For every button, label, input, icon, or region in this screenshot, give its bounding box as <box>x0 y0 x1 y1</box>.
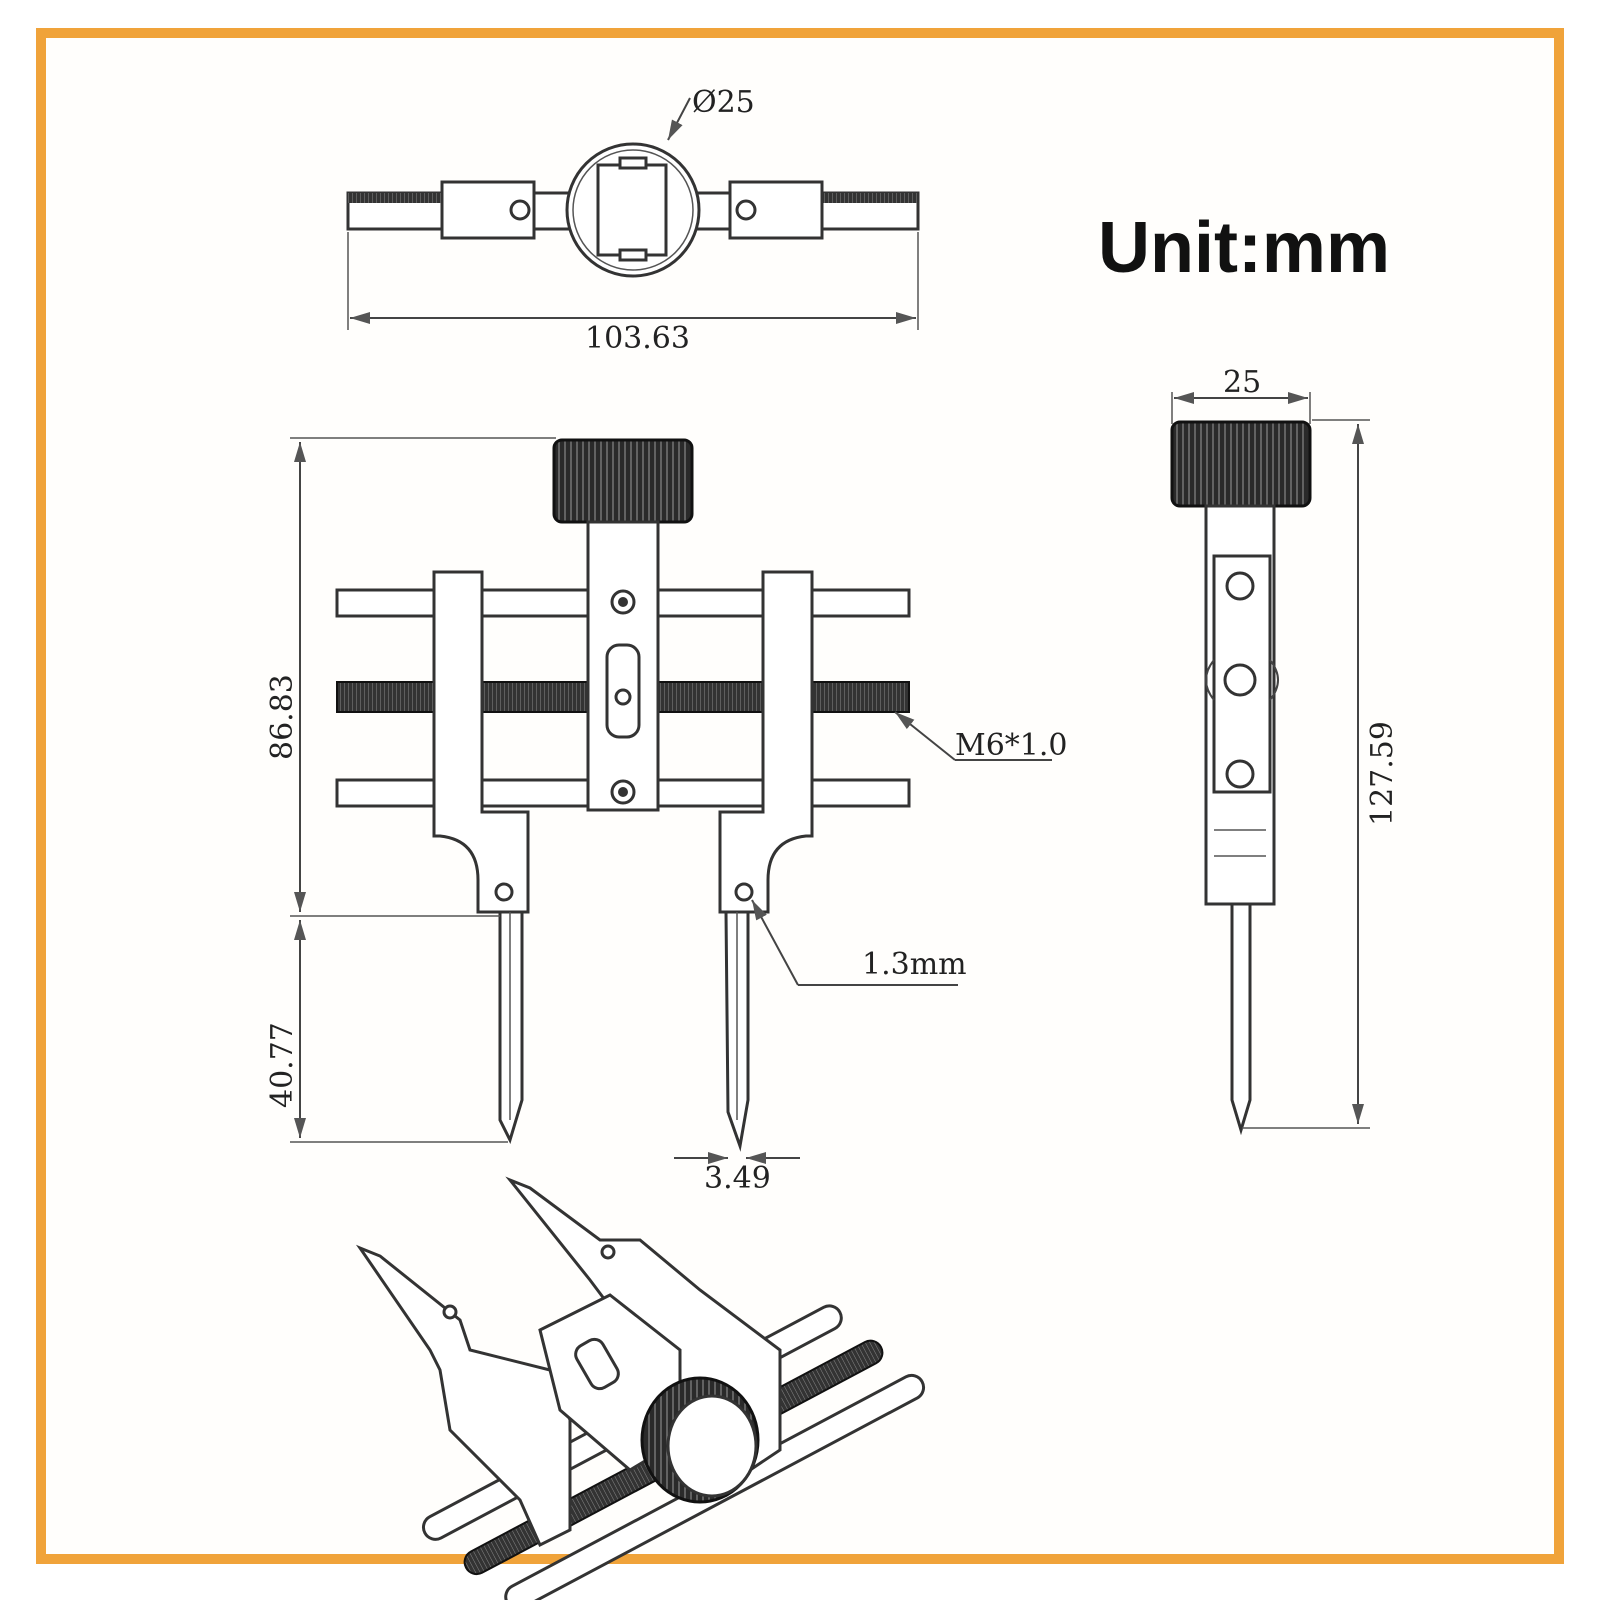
iso-knob-face <box>666 1394 758 1498</box>
diameter-leader <box>667 97 691 141</box>
isometric-view <box>355 1176 926 1600</box>
front-view: 86.83 40.77 M6*1.0 1.3mm 3.49 <box>265 437 1068 1196</box>
top-center-block <box>596 163 668 257</box>
side-width-label: 25 <box>1223 365 1261 400</box>
side-pin <box>1230 902 1252 1136</box>
top-thread-right <box>820 193 918 203</box>
right-arm <box>718 570 814 914</box>
iso-left-arm <box>355 1244 572 1548</box>
top-right-hole <box>735 199 757 221</box>
tip-gap-label: 3.49 <box>704 1161 771 1196</box>
total-height-label: 127.59 <box>1365 721 1400 826</box>
left-arm <box>432 570 530 914</box>
top-view: 103.63 Ø25 <box>346 85 920 356</box>
unit-label: Unit:mm <box>1098 208 1390 288</box>
left-pin <box>498 910 524 1145</box>
lower-height-label: 40.77 <box>265 1022 300 1108</box>
knob-diameter-label: Ø25 <box>692 85 755 120</box>
upper-height-label: 86.83 <box>265 674 300 760</box>
thread-label: M6*1.0 <box>955 728 1068 763</box>
thread-leader <box>894 711 956 761</box>
top-width-label: 103.63 <box>585 321 690 356</box>
front-knob <box>552 438 694 524</box>
side-knob <box>1170 420 1312 508</box>
top-knob-inner <box>572 149 694 271</box>
pin-hole-leader <box>751 899 799 986</box>
pin-hole-label: 1.3mm <box>862 947 967 982</box>
top-left-hole <box>509 199 531 221</box>
top-thread-left <box>348 193 448 203</box>
side-view: 25 127.59 <box>1170 365 1400 1136</box>
